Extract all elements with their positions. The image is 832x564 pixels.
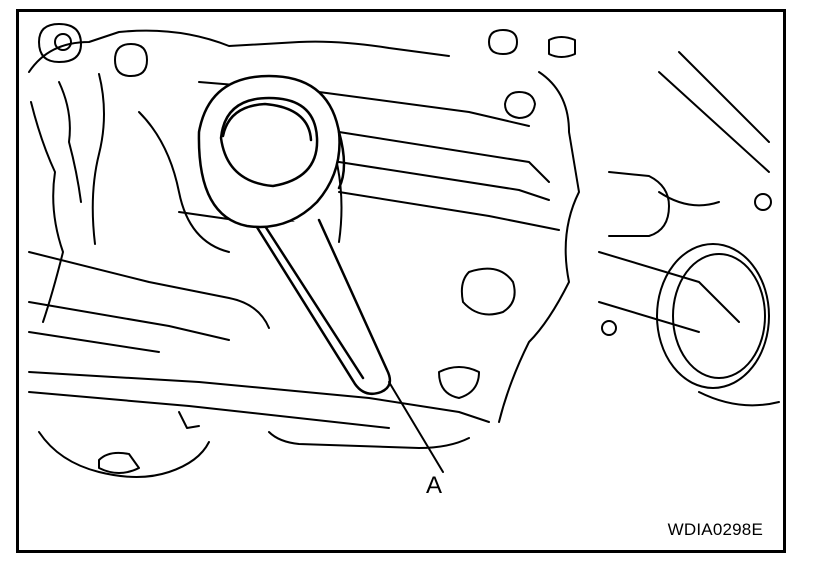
drive-shaft-icon (598, 51, 780, 407)
callout-label-a: A (426, 472, 443, 499)
wrench-tool-icon (197, 74, 392, 395)
figure-code: WDIA0298E (667, 520, 763, 539)
figure-frame: A WDIA0298E (16, 9, 786, 553)
callout-leader-line (388, 381, 444, 473)
mechanical-illustration (28, 23, 780, 478)
